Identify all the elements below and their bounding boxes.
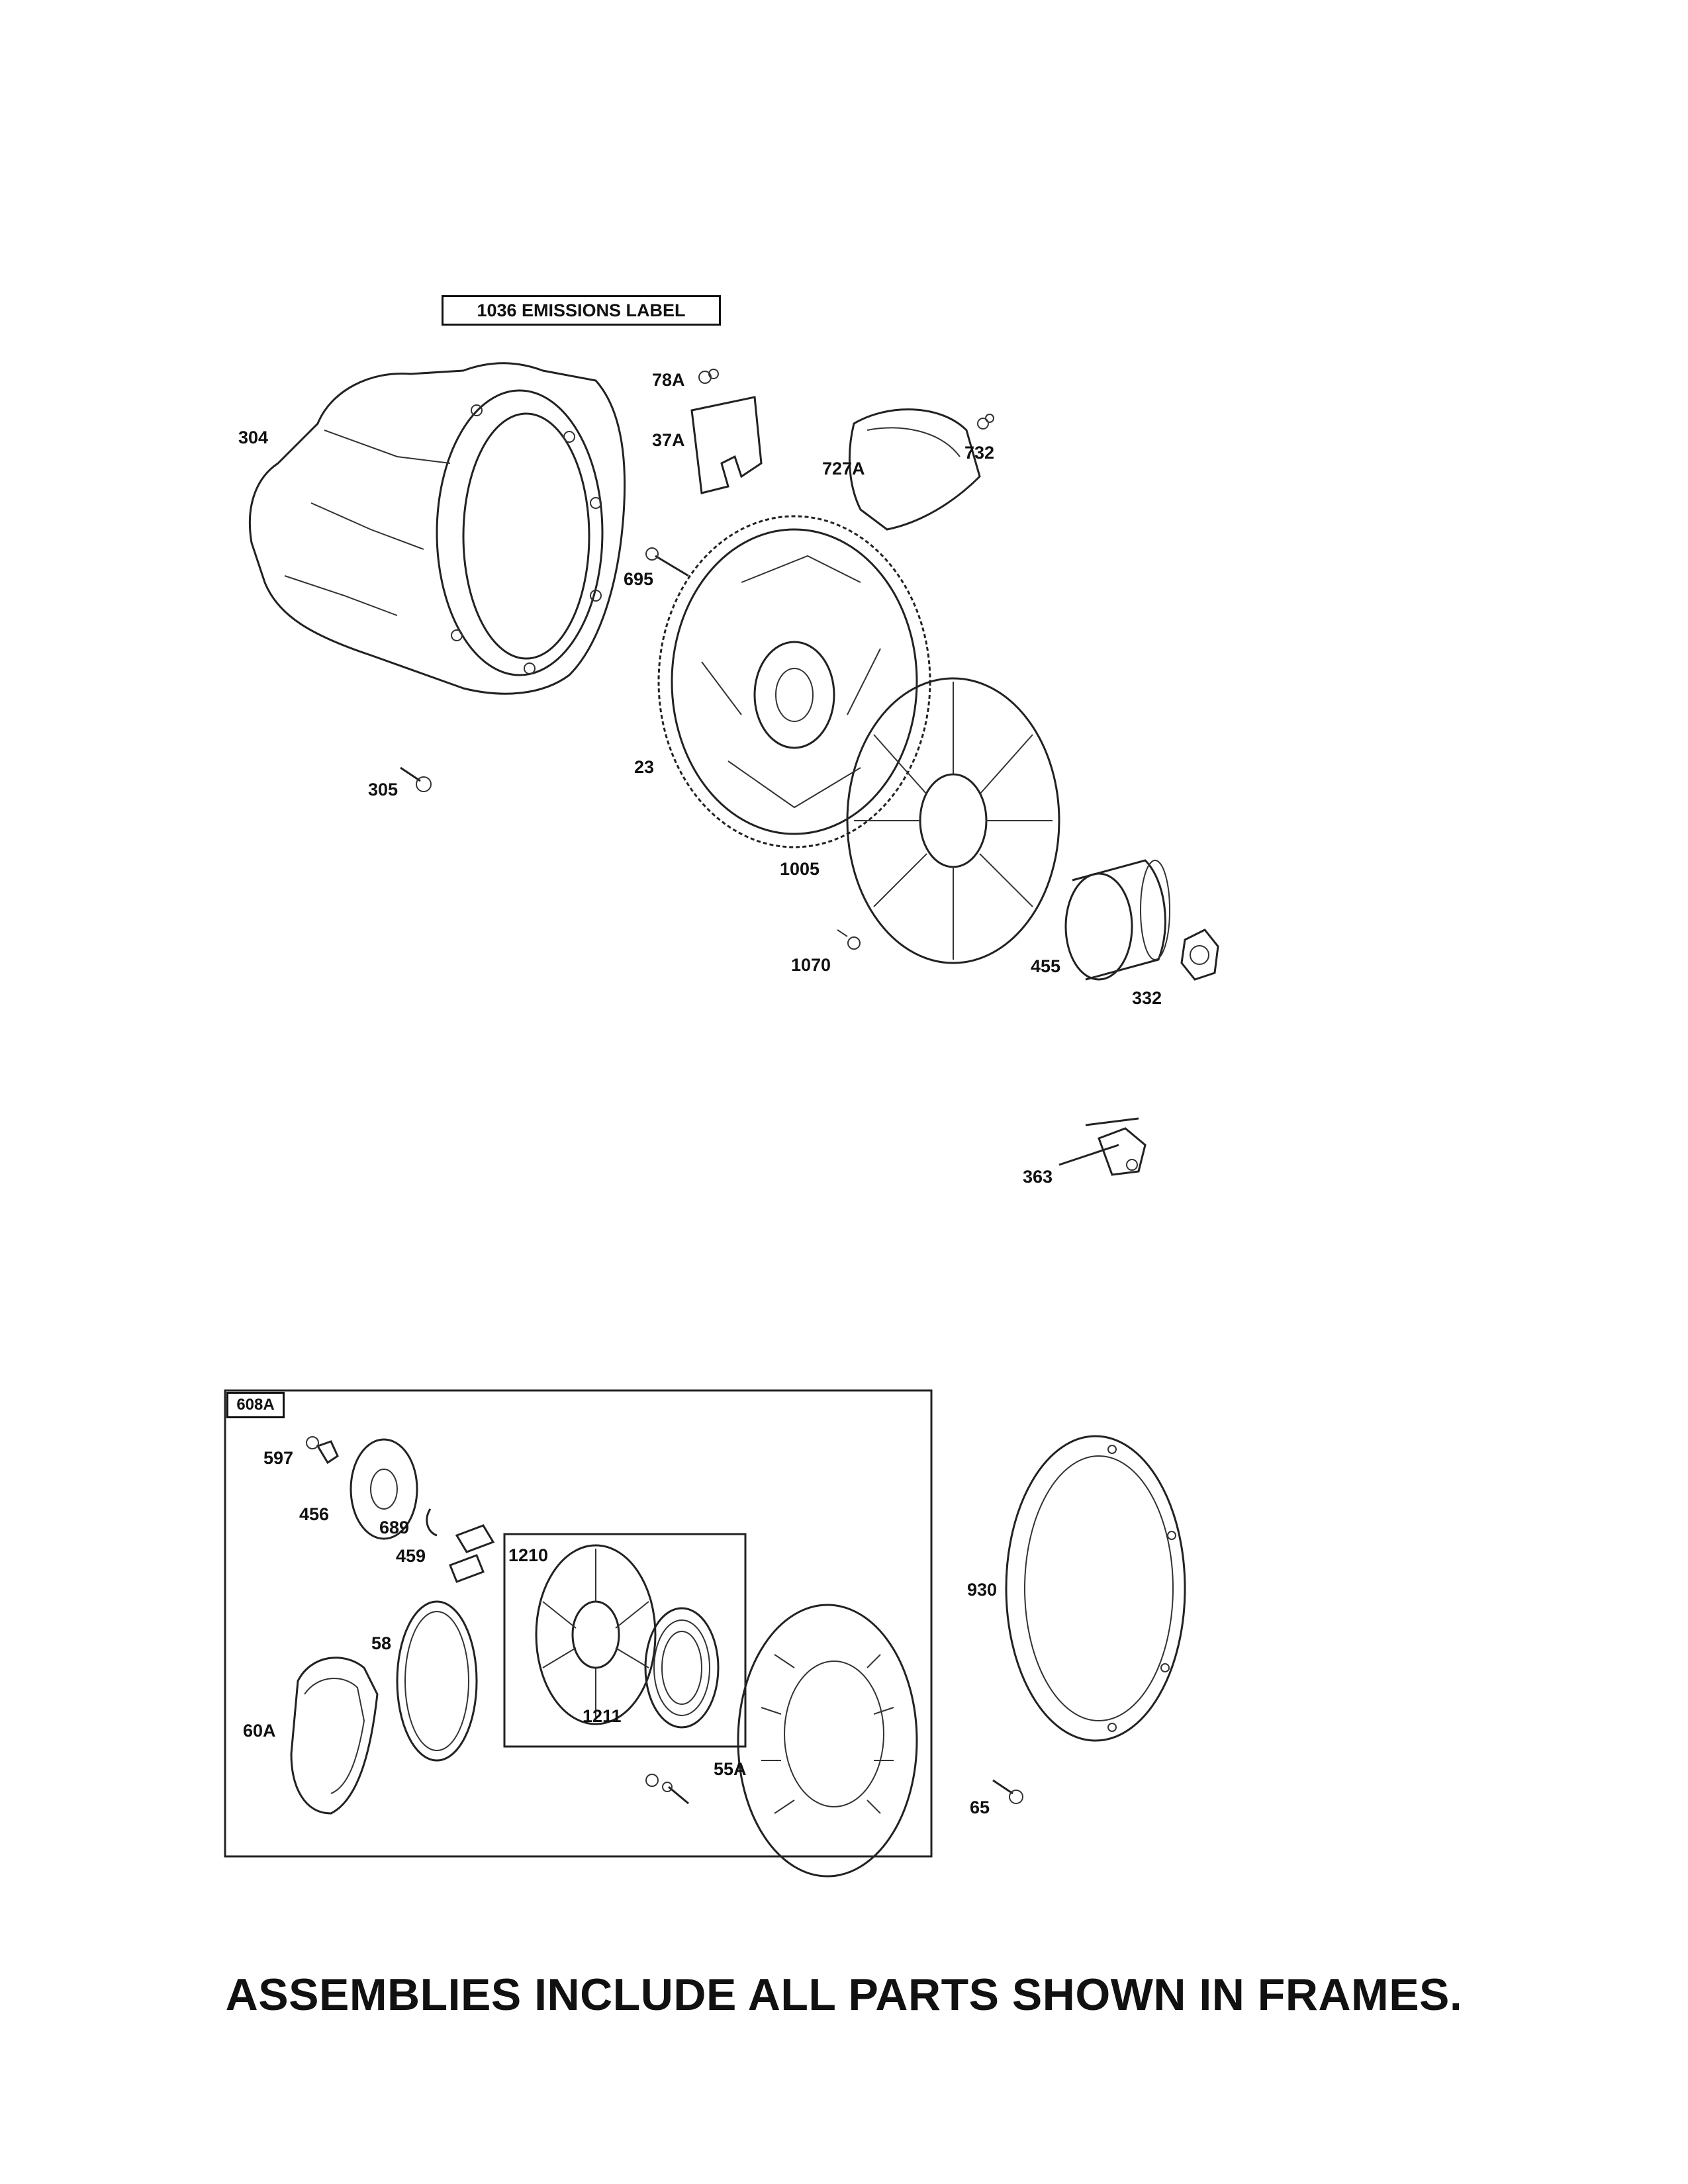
assemblies-footer-note: ASSEMBLIES INCLUDE ALL PARTS SHOWN IN FR… xyxy=(225,1970,1463,2020)
bracket-37A-drawing xyxy=(690,396,763,494)
part-label-60A: 60A xyxy=(243,1721,276,1741)
handle-60A-drawing xyxy=(290,1657,379,1815)
part-label-456: 456 xyxy=(299,1504,330,1524)
shield-727A-drawing xyxy=(848,408,981,531)
nut-332-drawing xyxy=(1180,929,1219,981)
assembly-frame-1210 xyxy=(503,1533,747,1748)
part-label-37A: 37A xyxy=(652,430,685,450)
nut-bolt-55A-drawing xyxy=(645,1774,689,1805)
part-label-695: 695 xyxy=(624,569,654,589)
fan-1005-drawing xyxy=(846,677,1060,964)
part-label-65: 65 xyxy=(970,1797,990,1817)
ring-689-drawing xyxy=(426,1508,438,1537)
bolt-597-drawing xyxy=(306,1436,339,1465)
part-label-930: 930 xyxy=(967,1580,998,1600)
part-label-732: 732 xyxy=(964,443,995,463)
part-label-597: 597 xyxy=(263,1448,294,1468)
pulley-1210-drawing xyxy=(535,1544,657,1725)
flywheel-23-drawing xyxy=(657,515,931,848)
cup-455-drawing xyxy=(1064,859,1170,981)
part-label-332: 332 xyxy=(1132,988,1162,1008)
part-label-363: 363 xyxy=(1023,1167,1053,1187)
part-label-1005: 1005 xyxy=(780,859,820,879)
part-label-55A: 55A xyxy=(714,1759,747,1779)
part-label-727A: 727A xyxy=(822,459,865,478)
bolt-305-drawing xyxy=(400,766,432,792)
blower-housing-drawing xyxy=(248,362,626,695)
screw-732-drawing xyxy=(977,414,994,430)
emissions-label-text: 1036 EMISSIONS LABEL xyxy=(477,300,686,320)
screw-78A-drawing xyxy=(698,369,719,384)
part-label-23: 23 xyxy=(634,757,655,777)
part-label-58: 58 xyxy=(371,1633,392,1653)
screen-930-drawing xyxy=(1005,1435,1186,1742)
part-label-689: 689 xyxy=(379,1518,410,1537)
screw-1070-drawing xyxy=(837,929,861,950)
bolt-65-drawing xyxy=(992,1779,1023,1804)
part-label-1070: 1070 xyxy=(791,955,831,975)
rope-58-drawing xyxy=(396,1600,478,1762)
part-label-304: 304 xyxy=(238,428,269,447)
pawl-459-drawing xyxy=(449,1524,495,1583)
spring-1211-drawing xyxy=(644,1607,720,1729)
part-label-459: 459 xyxy=(396,1546,426,1566)
part-label-1211: 1211 xyxy=(583,1706,622,1726)
cover-55A-drawing xyxy=(737,1604,918,1878)
part-label-78A: 78A xyxy=(652,370,685,390)
part-label-455: 455 xyxy=(1031,956,1061,976)
part-label-305: 305 xyxy=(368,780,399,799)
assembly-frame-608A xyxy=(224,1389,933,1858)
frame-label-text: 608A xyxy=(236,1396,275,1414)
emissions-label-box: 1036 EMISSIONS LABEL xyxy=(442,295,721,326)
part-label-1210: 1210 xyxy=(508,1545,549,1565)
plate-456-drawing xyxy=(350,1438,418,1540)
frame-label-608A: 608A xyxy=(226,1392,285,1418)
bolt-695-drawing xyxy=(645,547,689,577)
bracket-363-drawing xyxy=(1058,1117,1147,1176)
